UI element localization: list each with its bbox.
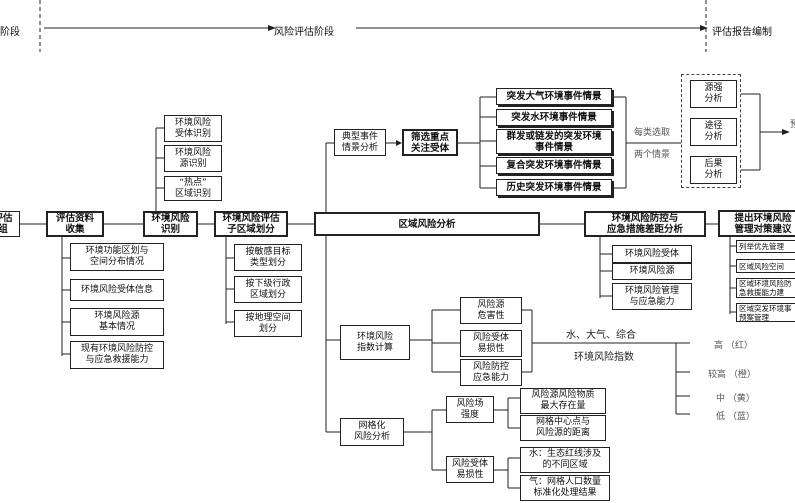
data-item-response-capacity: 现有环境风险防控 与应急救援能力: [70, 341, 164, 369]
event-water: 突发水环境事件情景: [496, 109, 612, 126]
risk-index-label: 环境风险指数: [574, 352, 634, 363]
risk-index-calc-box: 环境风险 指数计算: [340, 325, 410, 360]
id-item-hotspot: “热点” 区域识别: [164, 176, 222, 201]
level-high: 高 （红）: [714, 341, 753, 351]
vuln-item-water: 水：生态红线涉及 的不同区域: [520, 447, 610, 473]
stage-label-report: 评估报告编制: [712, 27, 772, 38]
zoning-by-admin-region: 按下级行政 区域划分: [234, 276, 302, 303]
factor-source-strength: 源强 分析: [690, 80, 737, 108]
factor-consequence: 后果 分析: [690, 156, 737, 184]
team-box: 评估 组: [0, 211, 20, 237]
id-item-source: 环境风险 源识别: [164, 145, 222, 172]
regional-risk-analysis-box: 区域风险分析: [314, 212, 540, 236]
zoning-by-geographic-space: 按地理空间 划分: [234, 310, 302, 337]
data-item-source-info: 环境风险源 基本情况: [70, 308, 164, 336]
field-strength-box: 风险场 强度: [446, 396, 494, 423]
media-label: 水、大气、综合: [566, 330, 636, 341]
gap-item-source: 环境风险源: [612, 263, 692, 280]
event-compound: 复合突发环境事件情景: [496, 157, 612, 174]
level-higher: 较高 （橙）: [708, 370, 756, 380]
risk-identification-box: 环境风险 识别: [143, 211, 198, 237]
stage-label-risk-assessment: 风险评估阶段: [274, 27, 334, 38]
rec-item-priority: 列举优先管理: [736, 240, 795, 253]
gap-item-management: 环境风险管理 与应急能力: [612, 283, 692, 310]
grid-analysis-box: 网格化 风险分析: [340, 418, 404, 446]
event-cascading: 群发或链发的突发环境 事件情景: [496, 129, 612, 154]
grid-receptor-vuln-box: 风险受体 易损性: [446, 456, 494, 483]
data-item-function-zoning: 环境功能区划与 空间分布情况: [70, 243, 164, 271]
rec-item-capacity: 区域环境风险防 急救援能力建: [736, 278, 795, 298]
typical-scenario-box: 典型事件 情景分析: [334, 129, 386, 156]
two-scenarios-label: 两个情景: [634, 150, 671, 160]
vuln-item-air: 气：网格人口数量 标准化处理结果: [520, 475, 610, 501]
event-historical: 历史突发环境事件情景: [496, 179, 612, 196]
zoning-by-sensitive-type: 按敏感目标 类型划分: [234, 244, 302, 271]
index-item-receptor-vuln: 风险受体 易损性: [460, 330, 522, 357]
event-air: 突发大气环境事件情景: [496, 88, 612, 105]
index-item-response: 风险防控 应急能力: [460, 359, 522, 386]
screen-receptor-box: 筛选重点 关注受体: [402, 129, 458, 156]
rec-item-spatial: 区域风险空间: [736, 259, 795, 273]
cutoff-marker: 预: [790, 120, 795, 130]
field-item-max-quantity: 风险源风险物质 最大存在量: [520, 388, 606, 414]
stage-label-left: 阶段: [0, 27, 20, 38]
recommendations-box: 提出环境风险 管理对策建议: [718, 210, 795, 237]
rec-item-plan: 区域突发环境事 预案管理: [736, 303, 795, 322]
gap-analysis-box: 环境风险防控与 应急措施差距分析: [584, 211, 706, 237]
data-collection-box: 评估资料 收集: [46, 211, 104, 237]
factor-pathway: 途径 分析: [690, 118, 737, 146]
subregion-zoning-box: 环境风险评估 子区域划分: [214, 211, 288, 237]
id-item-receptor: 环境风险 受体识别: [164, 115, 222, 142]
field-item-distance: 网格中心点与 风险源的距离: [520, 415, 606, 441]
level-medium: 中 （黄）: [716, 394, 755, 404]
index-item-source-hazard: 风险源 危害性: [460, 297, 522, 324]
per-class-label: 每类选取: [634, 128, 671, 138]
data-item-receptor-info: 环境风险受体信息: [70, 279, 164, 301]
gap-item-receptor: 环境风险受体: [612, 245, 692, 263]
level-low: 低 （蓝）: [716, 412, 755, 422]
